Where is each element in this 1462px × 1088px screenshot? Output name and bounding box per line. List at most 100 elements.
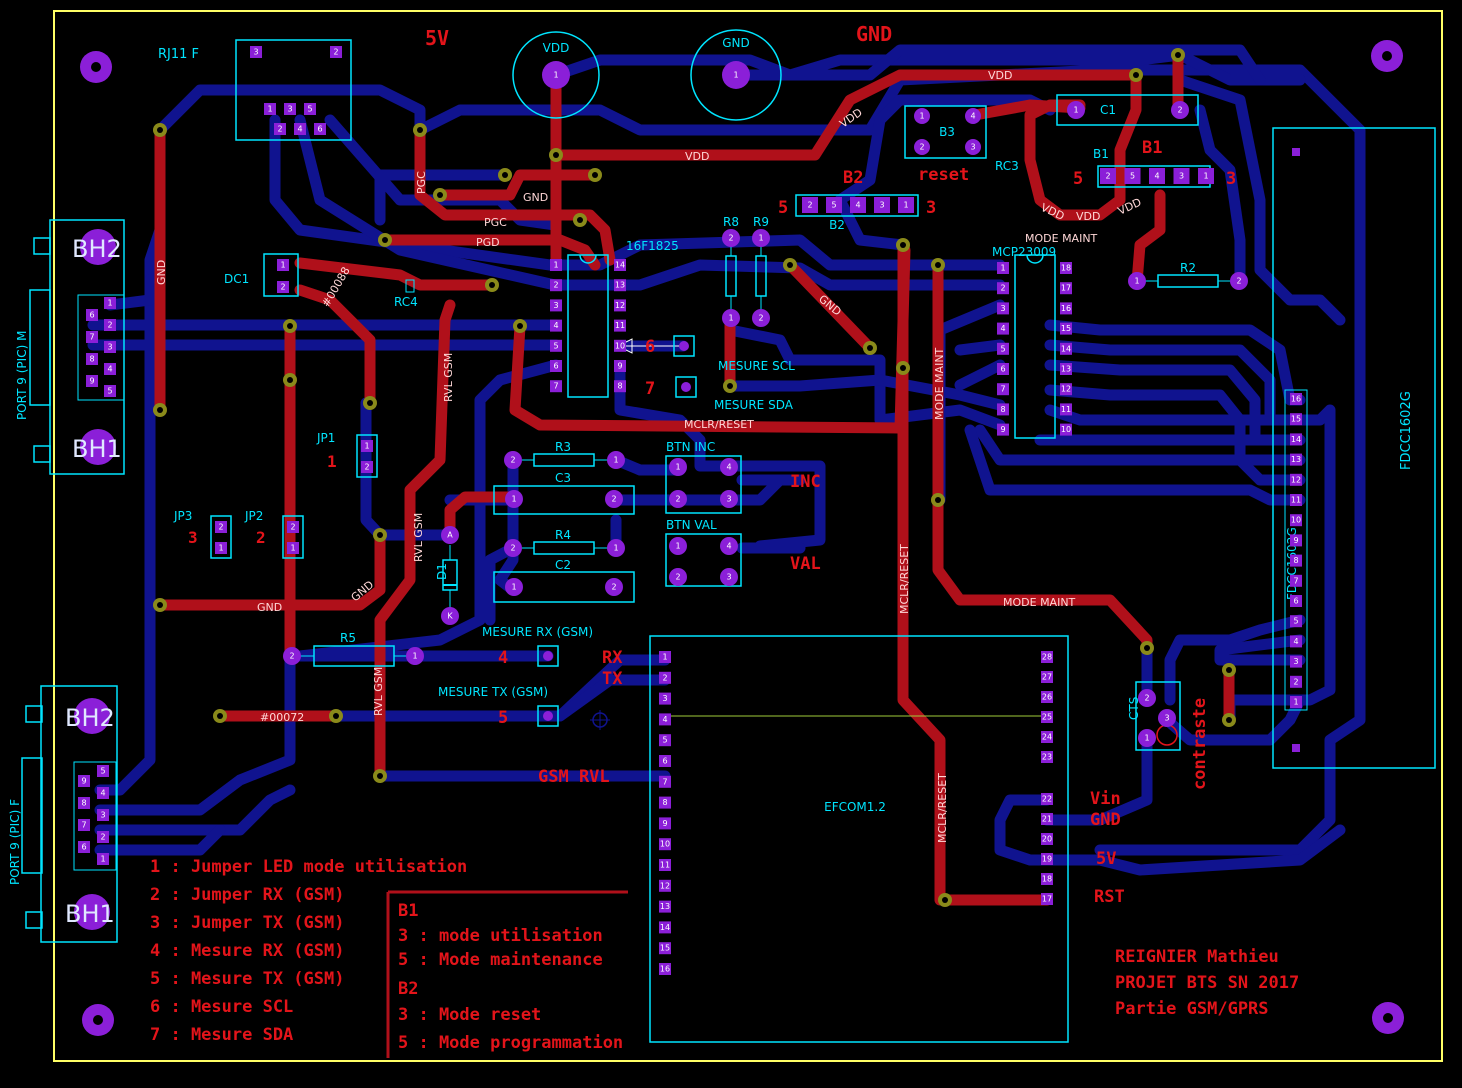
svg-text:1: 1 <box>733 71 738 80</box>
svg-text:RST: RST <box>1094 887 1125 907</box>
svg-text:23: 23 <box>1042 753 1052 762</box>
pad <box>97 765 109 777</box>
svg-text:8: 8 <box>617 382 622 391</box>
board-outline <box>53 10 1443 1062</box>
gnd-pad[interactable]: GND 1 <box>690 29 782 121</box>
legend-item: 6 : Mesure SCL <box>150 997 293 1017</box>
svg-text:RC3: RC3 <box>995 159 1019 173</box>
svg-text:18: 18 <box>1042 875 1052 884</box>
pad <box>1041 833 1053 845</box>
jp3-jumper[interactable]: JP3 3 21 <box>173 509 232 559</box>
svg-text:5: 5 <box>307 105 312 114</box>
svg-text:25: 25 <box>1042 713 1052 722</box>
svg-text:MCLR/RESET: MCLR/RESET <box>898 544 911 614</box>
pad <box>505 578 523 596</box>
svg-text:JP1: JP1 <box>316 431 335 445</box>
pad <box>752 309 770 327</box>
pic-ref: 16F1825 <box>626 239 679 253</box>
rc4-label: RC4 <box>394 279 418 309</box>
svg-text:3: 3 <box>926 198 936 218</box>
svg-text:4: 4 <box>107 365 112 374</box>
pad <box>1158 709 1176 727</box>
svg-text:3: 3 <box>100 811 105 820</box>
svg-text:1: 1 <box>1073 106 1078 115</box>
pad <box>659 734 671 747</box>
svg-text:10: 10 <box>615 341 625 350</box>
svg-text:5: 5 <box>498 708 508 728</box>
jp1-jumper[interactable]: JP1 1 12 <box>316 431 378 478</box>
svg-text:contraste: contraste <box>1190 698 1210 790</box>
pad <box>997 383 1009 396</box>
pad <box>1290 453 1302 466</box>
svg-text:1: 1 <box>553 71 558 80</box>
test-points[interactable] <box>537 335 697 727</box>
pad <box>97 787 109 799</box>
svg-text:3: 3 <box>726 495 731 504</box>
svg-text:2: 2 <box>675 573 680 582</box>
svg-text:DC1: DC1 <box>224 272 249 286</box>
pad <box>659 921 671 934</box>
svg-text:B2: B2 <box>843 168 863 188</box>
svg-text:13: 13 <box>1291 455 1301 464</box>
cts-trimmer[interactable]: CTS contraste 213 <box>1127 681 1210 790</box>
svg-text:RVL GSM: RVL GSM <box>442 353 455 402</box>
svg-text:26: 26 <box>1042 693 1052 702</box>
svg-text:5 : Mode maintenance: 5 : Mode maintenance <box>398 950 603 970</box>
jp2-jumper[interactable]: JP2 2 21 <box>244 509 304 559</box>
pad <box>1041 711 1053 723</box>
svg-text:13: 13 <box>1061 365 1071 374</box>
vdd-pad[interactable]: VDD 1 <box>512 31 600 119</box>
svg-text:B1: B1 <box>1142 138 1162 158</box>
svg-text:2: 2 <box>553 281 558 290</box>
svg-text:18: 18 <box>1061 264 1071 273</box>
svg-text:Partie GSM/GPRS: Partie GSM/GPRS <box>1115 999 1269 1019</box>
svg-text:PORT 9 (PIC) M: PORT 9 (PIC) M <box>15 331 29 420</box>
svg-text:1: 1 <box>280 261 285 270</box>
svg-text:14: 14 <box>1291 435 1301 444</box>
pad <box>104 385 116 397</box>
board-labels: 5V GND reset MESURE SCL MESURE SDA MESUR… <box>425 22 1125 907</box>
svg-text:PGC: PGC <box>484 216 507 229</box>
pad <box>614 299 626 312</box>
svg-text:R8: R8 <box>723 215 739 229</box>
svg-text:1: 1 <box>613 456 618 465</box>
pad <box>505 490 523 508</box>
pad <box>898 197 914 213</box>
svg-text:1: 1 <box>1293 698 1298 707</box>
svg-text:5V: 5V <box>1096 849 1116 869</box>
pad <box>550 299 562 312</box>
svg-text:3: 3 <box>879 201 884 210</box>
pad <box>215 521 227 533</box>
pad <box>659 651 671 663</box>
pad <box>1290 393 1302 405</box>
svg-text:1: 1 <box>364 442 369 451</box>
svg-text:GSM RVL: GSM RVL <box>538 767 610 787</box>
svg-text:5: 5 <box>1293 617 1298 626</box>
svg-text:10: 10 <box>1291 516 1301 525</box>
pad <box>78 841 90 853</box>
pad <box>659 817 671 830</box>
svg-text:2: 2 <box>1177 106 1182 115</box>
rc3-label: RC3 <box>995 159 1019 173</box>
svg-text:7: 7 <box>81 821 86 830</box>
svg-text:3: 3 <box>1226 169 1236 189</box>
svg-text:2: 2 <box>1000 284 1005 293</box>
pad <box>614 319 626 332</box>
svg-text:JP2: JP2 <box>244 509 263 523</box>
svg-text:6: 6 <box>89 311 94 320</box>
svg-text:RX: RX <box>602 648 623 668</box>
pad <box>1290 696 1302 708</box>
pad <box>997 363 1009 375</box>
pad <box>1138 729 1156 747</box>
pad <box>550 360 562 372</box>
svg-text:VDD: VDD <box>988 69 1012 82</box>
svg-text:7: 7 <box>89 333 94 342</box>
pad <box>277 281 289 293</box>
